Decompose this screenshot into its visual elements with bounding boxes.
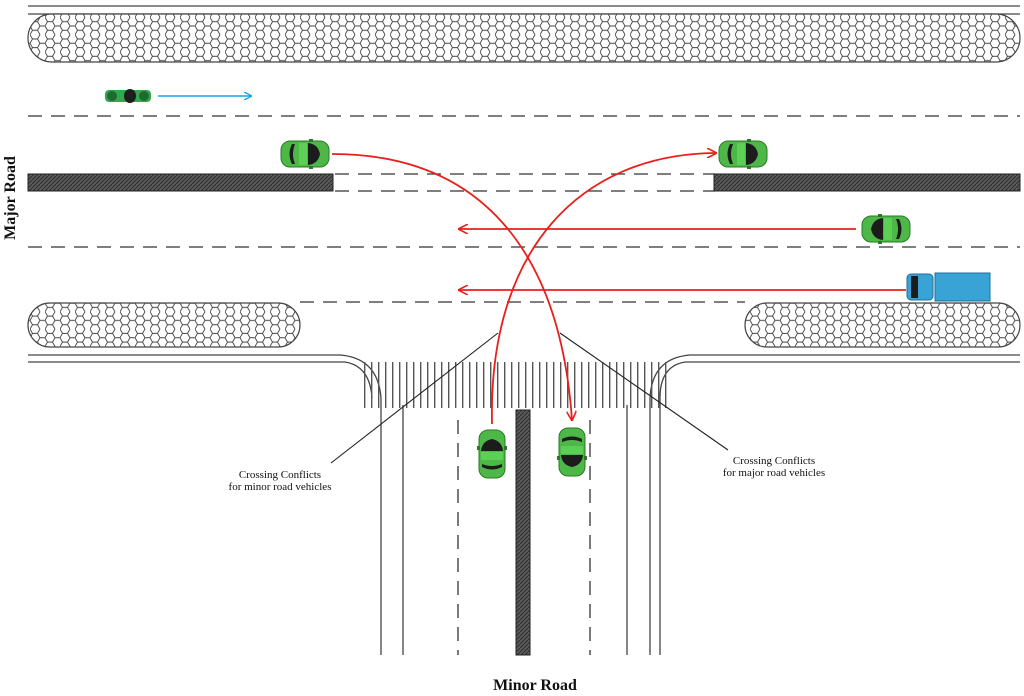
annotation-major-line2: for major road vehicles: [722, 467, 826, 479]
minor-road-median: [515, 409, 531, 656]
annotation-major-line1: Crossing Conflicts: [732, 455, 816, 467]
lane-markings: [28, 115, 1020, 303]
right-median: [744, 302, 1021, 348]
annotation-major-conflicts: Crossing Conflicts for major road vehicl…: [723, 455, 825, 479]
left-median: [27, 302, 301, 348]
major-road-label: Major Road: [2, 156, 19, 240]
minor-road-label: Minor Road: [493, 677, 577, 694]
annotation-minor-line1: Crossing Conflicts: [238, 469, 322, 481]
car-icon-eastbound-left-turn: [280, 138, 330, 170]
car-icon-minor-southbound: [556, 427, 588, 477]
car-icon-minor-northbound: [476, 429, 508, 479]
annotation-minor-line2: for minor road vehicles: [228, 481, 332, 493]
motorcycle-icon: [105, 89, 151, 103]
top-median: [27, 13, 1021, 63]
annotation-leaders: [330, 332, 729, 464]
truck-icon: [906, 272, 991, 302]
conflict-path-major-left-turn: [331, 153, 572, 420]
major-median-left: [27, 173, 334, 192]
car-icon-westbound: [861, 213, 911, 245]
car-icon-eastbound-arrived: [718, 138, 768, 170]
crosswalk: [362, 362, 668, 408]
major-median-right: [713, 173, 1021, 192]
annotation-minor-conflicts: Crossing Conflicts for minor road vehicl…: [229, 469, 332, 493]
minor-lane-markings: [457, 420, 591, 655]
conflict-path-minor-crossing: [491, 153, 716, 425]
